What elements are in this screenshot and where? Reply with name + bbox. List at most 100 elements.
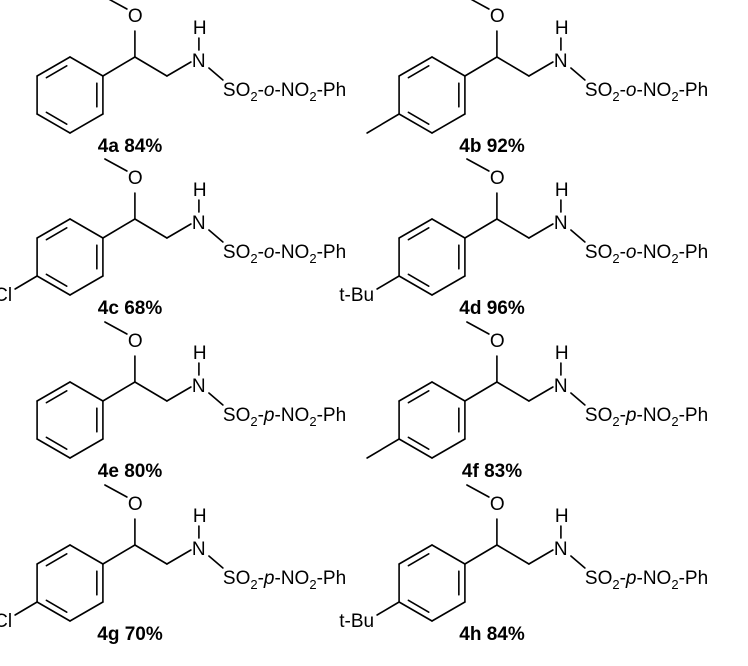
ring-bond <box>36 601 71 622</box>
subscript-2: 2 <box>309 414 316 429</box>
nitro-position-prefix: -p- <box>258 405 281 426</box>
sulfonyl-so: SO <box>585 80 612 101</box>
bond-o-methyl <box>104 158 128 172</box>
phenyl-suffix: -Ph <box>317 405 347 426</box>
hydrogen-atom: H <box>555 180 569 201</box>
nitrogen-atom: N <box>192 376 206 397</box>
bond-ch-ch2 <box>496 56 530 77</box>
nitrogen-atom: N <box>192 51 206 72</box>
subscript-2: 2 <box>250 89 257 104</box>
compound-code: 4c <box>98 298 120 319</box>
oxygen-atom: O <box>490 6 505 27</box>
bond-n-s <box>208 555 224 569</box>
benzene-ring <box>398 218 466 296</box>
ring-bond <box>36 275 71 296</box>
nitro-no: NO <box>281 568 310 589</box>
bond-ch2-n <box>166 61 192 77</box>
hydrogen-atom: H <box>193 180 207 201</box>
ring-bond <box>398 381 433 402</box>
ring-double-bond <box>407 227 430 241</box>
bond-o-methyl <box>104 321 128 335</box>
compound-label: 4e 80% <box>98 461 163 482</box>
hydrogen-atom: H <box>193 18 207 39</box>
phenyl-suffix: -Ph <box>679 568 709 589</box>
nitro-no: NO <box>643 242 672 263</box>
bond-o-methyl <box>466 158 490 172</box>
bond-ch2-n <box>528 223 554 239</box>
compound-yield: 92% <box>487 136 525 157</box>
ring-double-bond <box>45 436 68 450</box>
nitro-no: NO <box>281 80 310 101</box>
ring-bond <box>398 438 433 459</box>
ring-bond <box>36 438 71 459</box>
subscript-2: 2 <box>309 577 316 592</box>
ring-bond <box>431 381 466 402</box>
nitro-no: NO <box>643 405 672 426</box>
bond-ring-methyl <box>366 438 400 459</box>
nitro-no: NO <box>281 242 310 263</box>
bond-ch2-n <box>166 549 192 565</box>
ring-bond <box>431 438 466 459</box>
ring-double-bond <box>407 599 430 613</box>
nitro-position-prefix: -p- <box>620 568 643 589</box>
nitrogen-atom: N <box>192 539 206 560</box>
bond-ch-ch2 <box>496 218 530 239</box>
bond-n-s <box>570 229 586 243</box>
ring-double-bond <box>45 553 68 567</box>
nitrogen-atom: N <box>554 376 568 397</box>
position-letter: p <box>263 568 275 589</box>
ring-bond <box>398 275 433 296</box>
subscript-2: 2 <box>612 577 619 592</box>
benzene-ring <box>398 56 466 134</box>
ring-bond <box>398 113 433 134</box>
compound-code: 4e <box>98 461 119 482</box>
subscript-2: 2 <box>250 251 257 266</box>
position-letter: o <box>626 242 637 263</box>
ring-double-bond <box>407 65 430 79</box>
compound-label: 4a 84% <box>98 136 163 157</box>
compound-label: 4c 68% <box>98 298 163 319</box>
bond-ch-ch2 <box>496 381 530 402</box>
bond-n-s <box>570 392 586 406</box>
ring-double-bond <box>45 111 68 125</box>
bond-n-s <box>208 67 224 81</box>
ring-double-bond <box>45 227 68 241</box>
compound-code: 4g <box>97 624 119 645</box>
bond-ch-ch2 <box>134 56 168 77</box>
sulfonyl-label: SO2-o-NO2-Ph <box>223 80 346 104</box>
benzene-ring <box>36 218 104 296</box>
ring-double-bond <box>407 390 430 404</box>
subscript-2: 2 <box>250 577 257 592</box>
ring-bond <box>69 56 104 77</box>
oxygen-atom: O <box>128 494 143 515</box>
ring-double-bond <box>45 599 68 613</box>
sulfonyl-label: SO2-o-NO2-Ph <box>585 242 708 266</box>
bond-ring-methyl <box>366 113 400 134</box>
ring-double-bond <box>407 273 430 287</box>
benzene-ring <box>36 381 104 459</box>
bond-n-s <box>208 229 224 243</box>
bond-ring-ch <box>464 218 498 239</box>
compound-label: 4d 96% <box>459 298 525 319</box>
ring-bond <box>69 218 104 239</box>
nitro-position-prefix: -o- <box>620 242 643 263</box>
sulfonyl-so: SO <box>223 405 250 426</box>
sulfonyl-label: SO2-p-NO2-Ph <box>585 405 708 429</box>
subscript-2: 2 <box>671 251 678 266</box>
sulfonyl-so: SO <box>585 568 612 589</box>
bond-n-s <box>570 555 586 569</box>
subscript-2: 2 <box>250 414 257 429</box>
position-letter: o <box>264 80 275 101</box>
compound-label: 4h 84% <box>459 624 525 645</box>
bond-ch-ch2 <box>134 544 168 565</box>
compound-code: 4b <box>459 136 481 157</box>
subscript-2: 2 <box>671 89 678 104</box>
compound-yield: 83% <box>484 461 522 482</box>
ring-bond <box>36 56 71 77</box>
nitro-no: NO <box>643 80 672 101</box>
ring-bond <box>36 113 71 134</box>
